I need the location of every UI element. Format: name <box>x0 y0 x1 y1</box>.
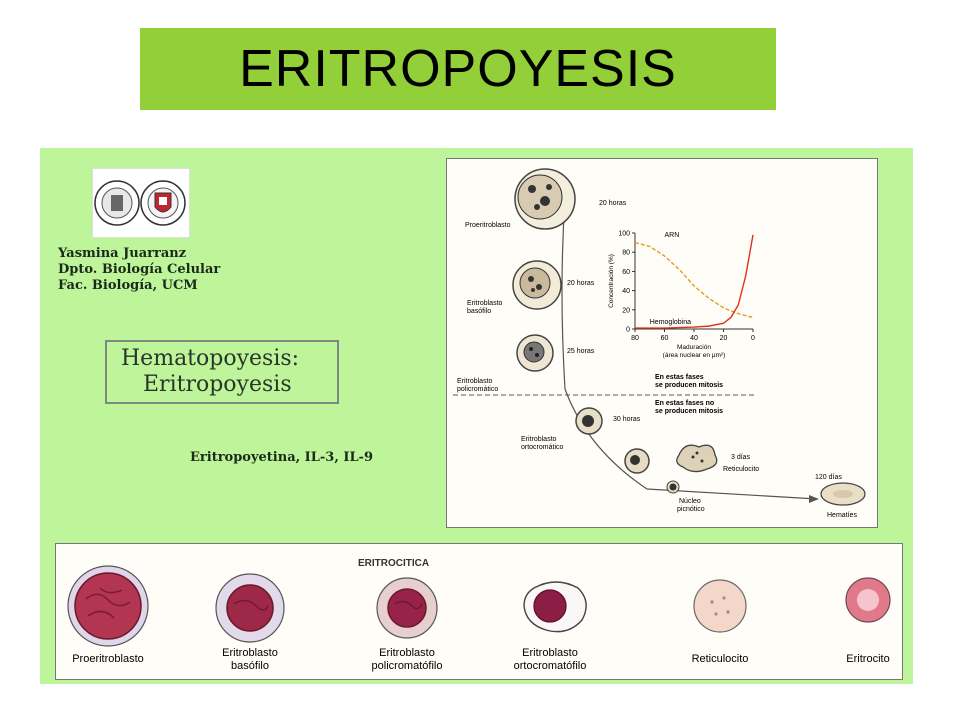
author-department: Dpto. Biología Celular <box>58 262 221 277</box>
path-arrowhead <box>809 495 819 503</box>
time-label-5: 3 días <box>731 454 751 461</box>
chart-y-tick-label: 20 <box>622 307 630 314</box>
cell-proeritroblasto <box>514 168 576 230</box>
series-label-6-line-1: Eritrocito <box>846 653 889 665</box>
cell-eritroblasto-ortocromatico <box>575 407 603 435</box>
topic-line-1: Hematopoyesis: <box>121 346 300 371</box>
label-basofilo-1: Eritroblasto <box>467 300 503 307</box>
mitosis-no-line-1: En estas fases no <box>655 400 714 407</box>
cell-hematies <box>820 482 866 506</box>
series-label-5-line-1: Reticulocito <box>692 653 749 665</box>
cell-eritroblasto-basofilo <box>512 260 562 310</box>
chart-x-tick-label: 20 <box>720 335 728 342</box>
cell-expelling-nucleus <box>624 448 650 474</box>
cell-reticulocito <box>676 444 718 473</box>
chart-x-axis-label-1: Maduración <box>677 344 711 351</box>
chart-y-axis-label: Concentración (%) <box>608 254 615 308</box>
chart-series-label-arn: ARN <box>665 232 680 239</box>
label-nucleo-2: picnótico <box>677 506 705 513</box>
chart-y-tick-label: 0 <box>626 327 630 334</box>
cell-eritroblasto-policromatico <box>516 334 554 372</box>
chart-y-tick-label: 40 <box>622 288 630 295</box>
time-label-1: 20 horas <box>599 200 627 207</box>
author-block: Yasmina Juarranz Dpto. Biología Celular … <box>58 246 220 294</box>
growth-factors: Eritropoyetina, IL-3, IL-9 <box>190 450 374 465</box>
topic-box: Hematopoyesis: Eritropoyesis <box>105 340 339 404</box>
label-hematies: Hematíes <box>827 512 857 519</box>
series-cell-basofilo <box>215 573 285 643</box>
chart-series-label-hemoglobina: Hemoglobina <box>650 319 691 326</box>
chart-y-tick-label: 80 <box>622 250 630 257</box>
series-cell-eritrocito <box>845 577 891 623</box>
slide-panel: Yasmina Juarranz Dpto. Biología Celular … <box>40 148 913 684</box>
topic-line-2: Eritropoyesis <box>143 372 292 397</box>
series-cell-ortocromatofilo <box>523 581 587 633</box>
erythrocytic-series-panel: ERITROCITICA <box>55 543 903 680</box>
title-banner: ERITROPOYESIS <box>140 28 776 110</box>
university-crest-logo <box>92 168 190 238</box>
time-label-3: 25 horas <box>567 348 595 355</box>
chart-x-tick-label: 40 <box>690 335 698 342</box>
mitosis-yes-line-2: se producen mitosis <box>655 382 723 389</box>
time-label-6: 120 días <box>815 474 842 481</box>
series-cell-policromatofilo <box>376 577 438 639</box>
label-policromatico-1: Eritroblasto <box>457 378 493 385</box>
label-ortocromatico-1: Eritroblasto <box>521 436 557 443</box>
series-label-1-line-1: Proeritroblasto <box>72 653 144 665</box>
maturation-figure: Proeritroblasto Eritroblasto basófilo Er… <box>446 158 878 528</box>
series-cell-proeritroblasto <box>67 565 149 647</box>
chart-x-tick-label: 60 <box>661 335 669 342</box>
label-policromatico-2: policromático <box>457 386 498 393</box>
author-name: Yasmina Juarranz <box>58 246 187 261</box>
series-label-4-line-1: Eritroblasto <box>522 647 578 659</box>
label-reticulocito: Reticulocito <box>723 466 759 473</box>
series-heading: ERITROCITICA <box>358 558 429 569</box>
chart-x-tick-label: 0 <box>751 335 755 342</box>
series-label-2-line-2: basófilo <box>231 660 269 672</box>
chart-y-tick-label: 100 <box>618 231 630 238</box>
label-ortocromatico-2: ortocromático <box>521 444 564 451</box>
label-basofilo-2: basófilo <box>467 308 491 315</box>
author-faculty: Fac. Biología, UCM <box>58 278 198 293</box>
chart-series-line-hemoglobina <box>635 234 754 329</box>
page-title: ERITROPOYESIS <box>239 40 677 98</box>
mitosis-yes-line-1: En estas fases <box>655 374 704 381</box>
series-cell-reticulocito <box>693 579 747 633</box>
maturation-path <box>561 198 818 500</box>
chart-x-axis-label-2: (área nuclear en µm²) <box>663 352 726 359</box>
time-label-2: 20 horas <box>567 280 595 287</box>
label-proeritroblasto: Proeritroblasto <box>465 222 511 229</box>
chart-series-line-arn <box>634 241 754 319</box>
label-nucleo-1: Núcleo <box>679 498 701 505</box>
series-label-2-line-1: Eritroblasto <box>222 647 278 659</box>
series-label-4-line-2: ortocromatófilo <box>514 660 587 672</box>
pyknotic-nucleus <box>666 480 680 494</box>
series-label-3-line-1: Eritroblasto <box>379 647 435 659</box>
series-label-3-line-2: policromatófilo <box>372 660 443 672</box>
chart-y-tick-label: 60 <box>622 269 630 276</box>
mitosis-no-line-2: se producen mitosis <box>655 408 723 415</box>
time-label-4: 30 horas <box>613 416 641 423</box>
chart-x-tick-label: 80 <box>631 335 639 342</box>
